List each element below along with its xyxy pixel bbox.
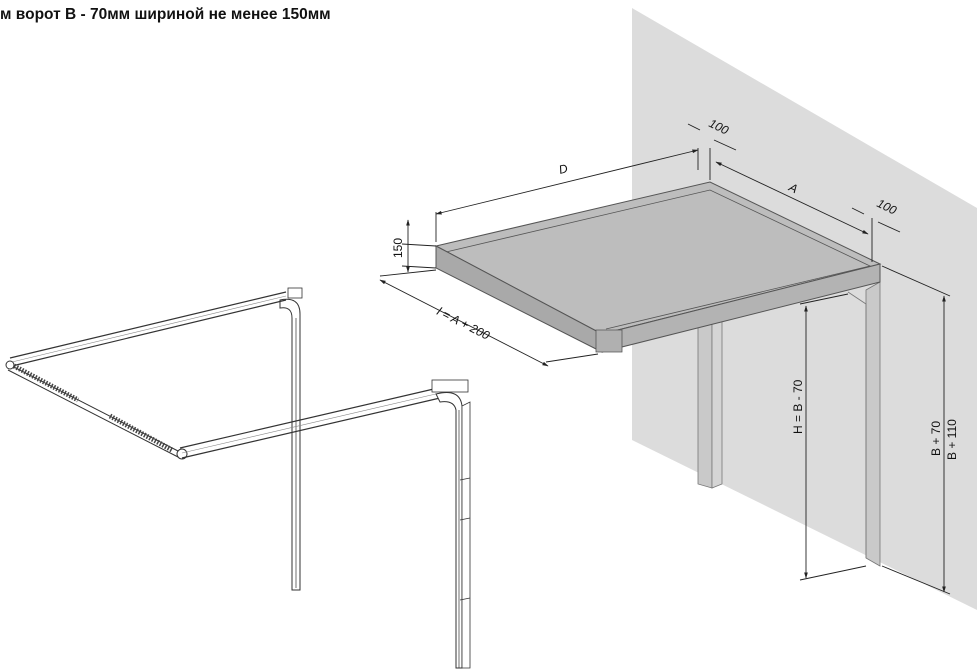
dim-ext-150-bot — [401, 265, 437, 269]
dim-label-150: 150 — [391, 238, 405, 258]
header-panel-end-cap — [595, 329, 623, 353]
dim-ext-b-bot — [881, 565, 951, 595]
dim-label-b70: B + 70 — [929, 421, 943, 456]
right-door-jamb — [865, 281, 881, 567]
dim-line-100-right-b — [877, 221, 901, 233]
dim-ext-l-right — [545, 353, 599, 363]
dim-line-l — [379, 279, 549, 367]
left-post — [697, 313, 713, 489]
top-rail — [9, 291, 287, 367]
dim-ext-h-bot — [799, 565, 867, 581]
right-door-arch — [847, 291, 867, 558]
dim-line-100-left — [687, 123, 701, 131]
left-post-side — [711, 313, 723, 489]
dim-line-100-left-b — [713, 139, 737, 151]
dim-line-100-right — [851, 207, 865, 215]
right-vertical-track — [431, 379, 471, 669]
left-vertical-track — [279, 287, 303, 591]
dim-line-a — [715, 161, 869, 235]
dim-label-d: D — [557, 161, 569, 177]
dim-label-b110: B + 110 — [945, 419, 959, 460]
torsion-shaft — [5, 360, 188, 460]
dim-ext-l-left — [379, 269, 437, 277]
dim-label-h: H = B - 70 — [791, 379, 805, 434]
dim-ext-150-top — [401, 243, 437, 247]
dim-ext-b-top — [881, 265, 951, 297]
dim-label-l: l = A + 200 — [435, 304, 493, 343]
dim-line-d — [435, 149, 699, 215]
dim-ext-h-top — [799, 293, 849, 305]
front-rail — [179, 387, 441, 459]
caption-text: м ворот B - 70мм шириной не менее 150мм — [0, 6, 331, 23]
